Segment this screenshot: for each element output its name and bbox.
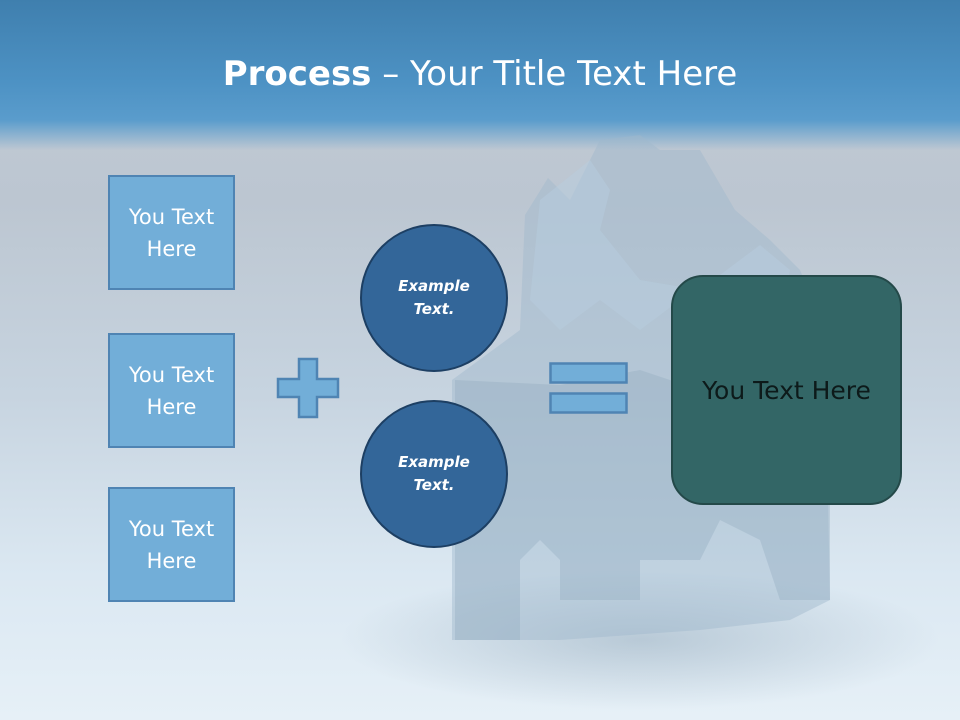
text-box-label: You Text Here: [128, 516, 215, 573]
text-box-3[interactable]: You Text Here: [108, 487, 235, 602]
result-label: You Text Here: [702, 375, 871, 405]
title-rest-text: – Your Title Text Here: [371, 54, 738, 94]
title-bold-text: Process: [222, 54, 372, 94]
slide-title: Process – Your Title Text Here: [0, 50, 960, 98]
text-box-label: You Text Here: [128, 362, 215, 419]
example-circle-1[interactable]: Example Text.: [360, 224, 508, 372]
plus-icon: [276, 357, 340, 419]
equals-icon: [549, 362, 628, 414]
circle-label: Example Text.: [398, 277, 470, 318]
title-bar: [0, 0, 960, 150]
circle-label: Example Text.: [398, 453, 470, 494]
result-box[interactable]: You Text Here: [671, 275, 902, 505]
text-box-1[interactable]: You Text Here: [108, 175, 235, 290]
text-box-label: You Text Here: [128, 204, 215, 261]
example-circle-2[interactable]: Example Text.: [360, 400, 508, 548]
text-box-2[interactable]: You Text Here: [108, 333, 235, 448]
